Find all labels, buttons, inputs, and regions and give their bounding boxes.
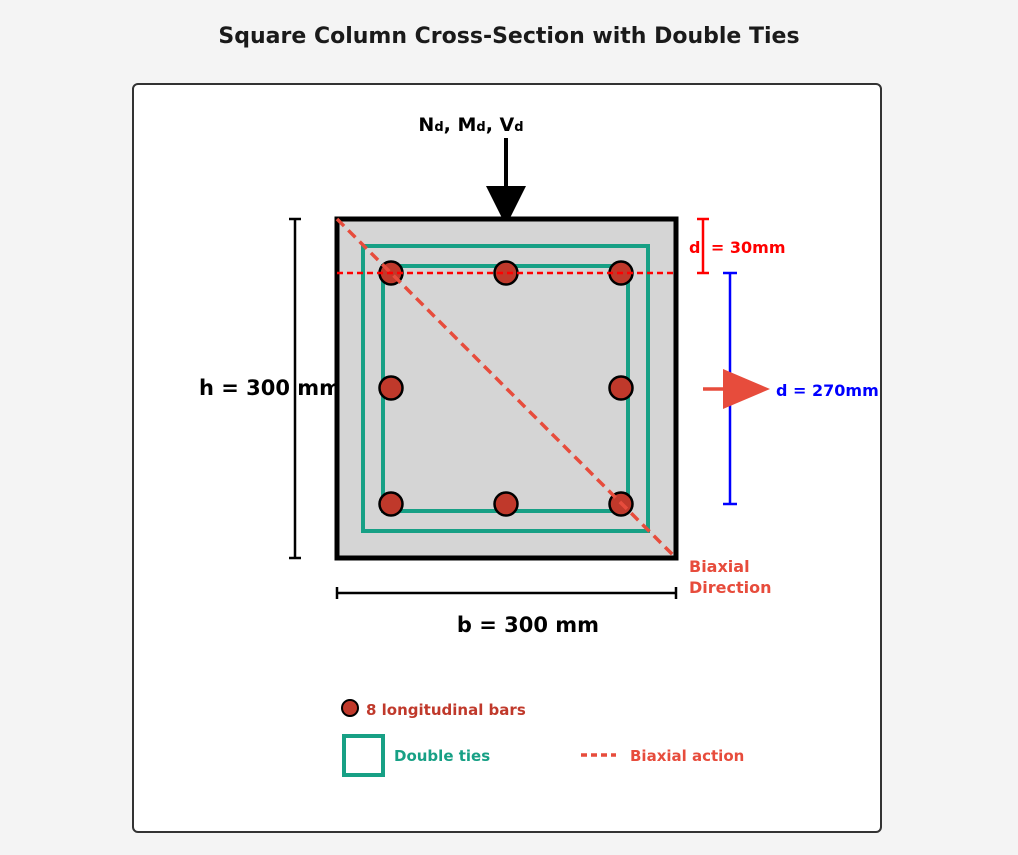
- diagram-title: Square Column Cross-Section with Double …: [218, 24, 800, 49]
- h-dimension: [289, 217, 301, 560]
- bar: [378, 375, 404, 401]
- bar: [493, 491, 519, 517]
- bar: [608, 375, 634, 401]
- b-label: b = 300 mm: [457, 613, 599, 637]
- h-label: h = 300 mm: [199, 376, 341, 400]
- b-dimension: [335, 587, 678, 599]
- outer-tie: [361, 244, 650, 533]
- biaxial-label-line2: Direction: [689, 578, 772, 597]
- load-arrow-head: [486, 186, 526, 226]
- legend-biaxial-label: Biaxial action: [630, 747, 744, 765]
- biaxial-arrow-head: [723, 369, 770, 409]
- legend-bar-icon: [341, 699, 359, 717]
- load-label: Nd, Md, Vd: [418, 114, 523, 136]
- bar: [378, 491, 404, 517]
- d-prime-dimension: [697, 217, 709, 275]
- legend-ties-label: Double ties: [394, 747, 490, 765]
- biaxial-label-line1: Biaxial: [689, 557, 750, 576]
- legend-bars-label: 8 longitudinal bars: [366, 701, 526, 719]
- d-label: d = 270mm: [776, 381, 879, 400]
- d-prime-label: d' = 30mm: [689, 238, 786, 257]
- legend-tie-icon: [342, 734, 385, 777]
